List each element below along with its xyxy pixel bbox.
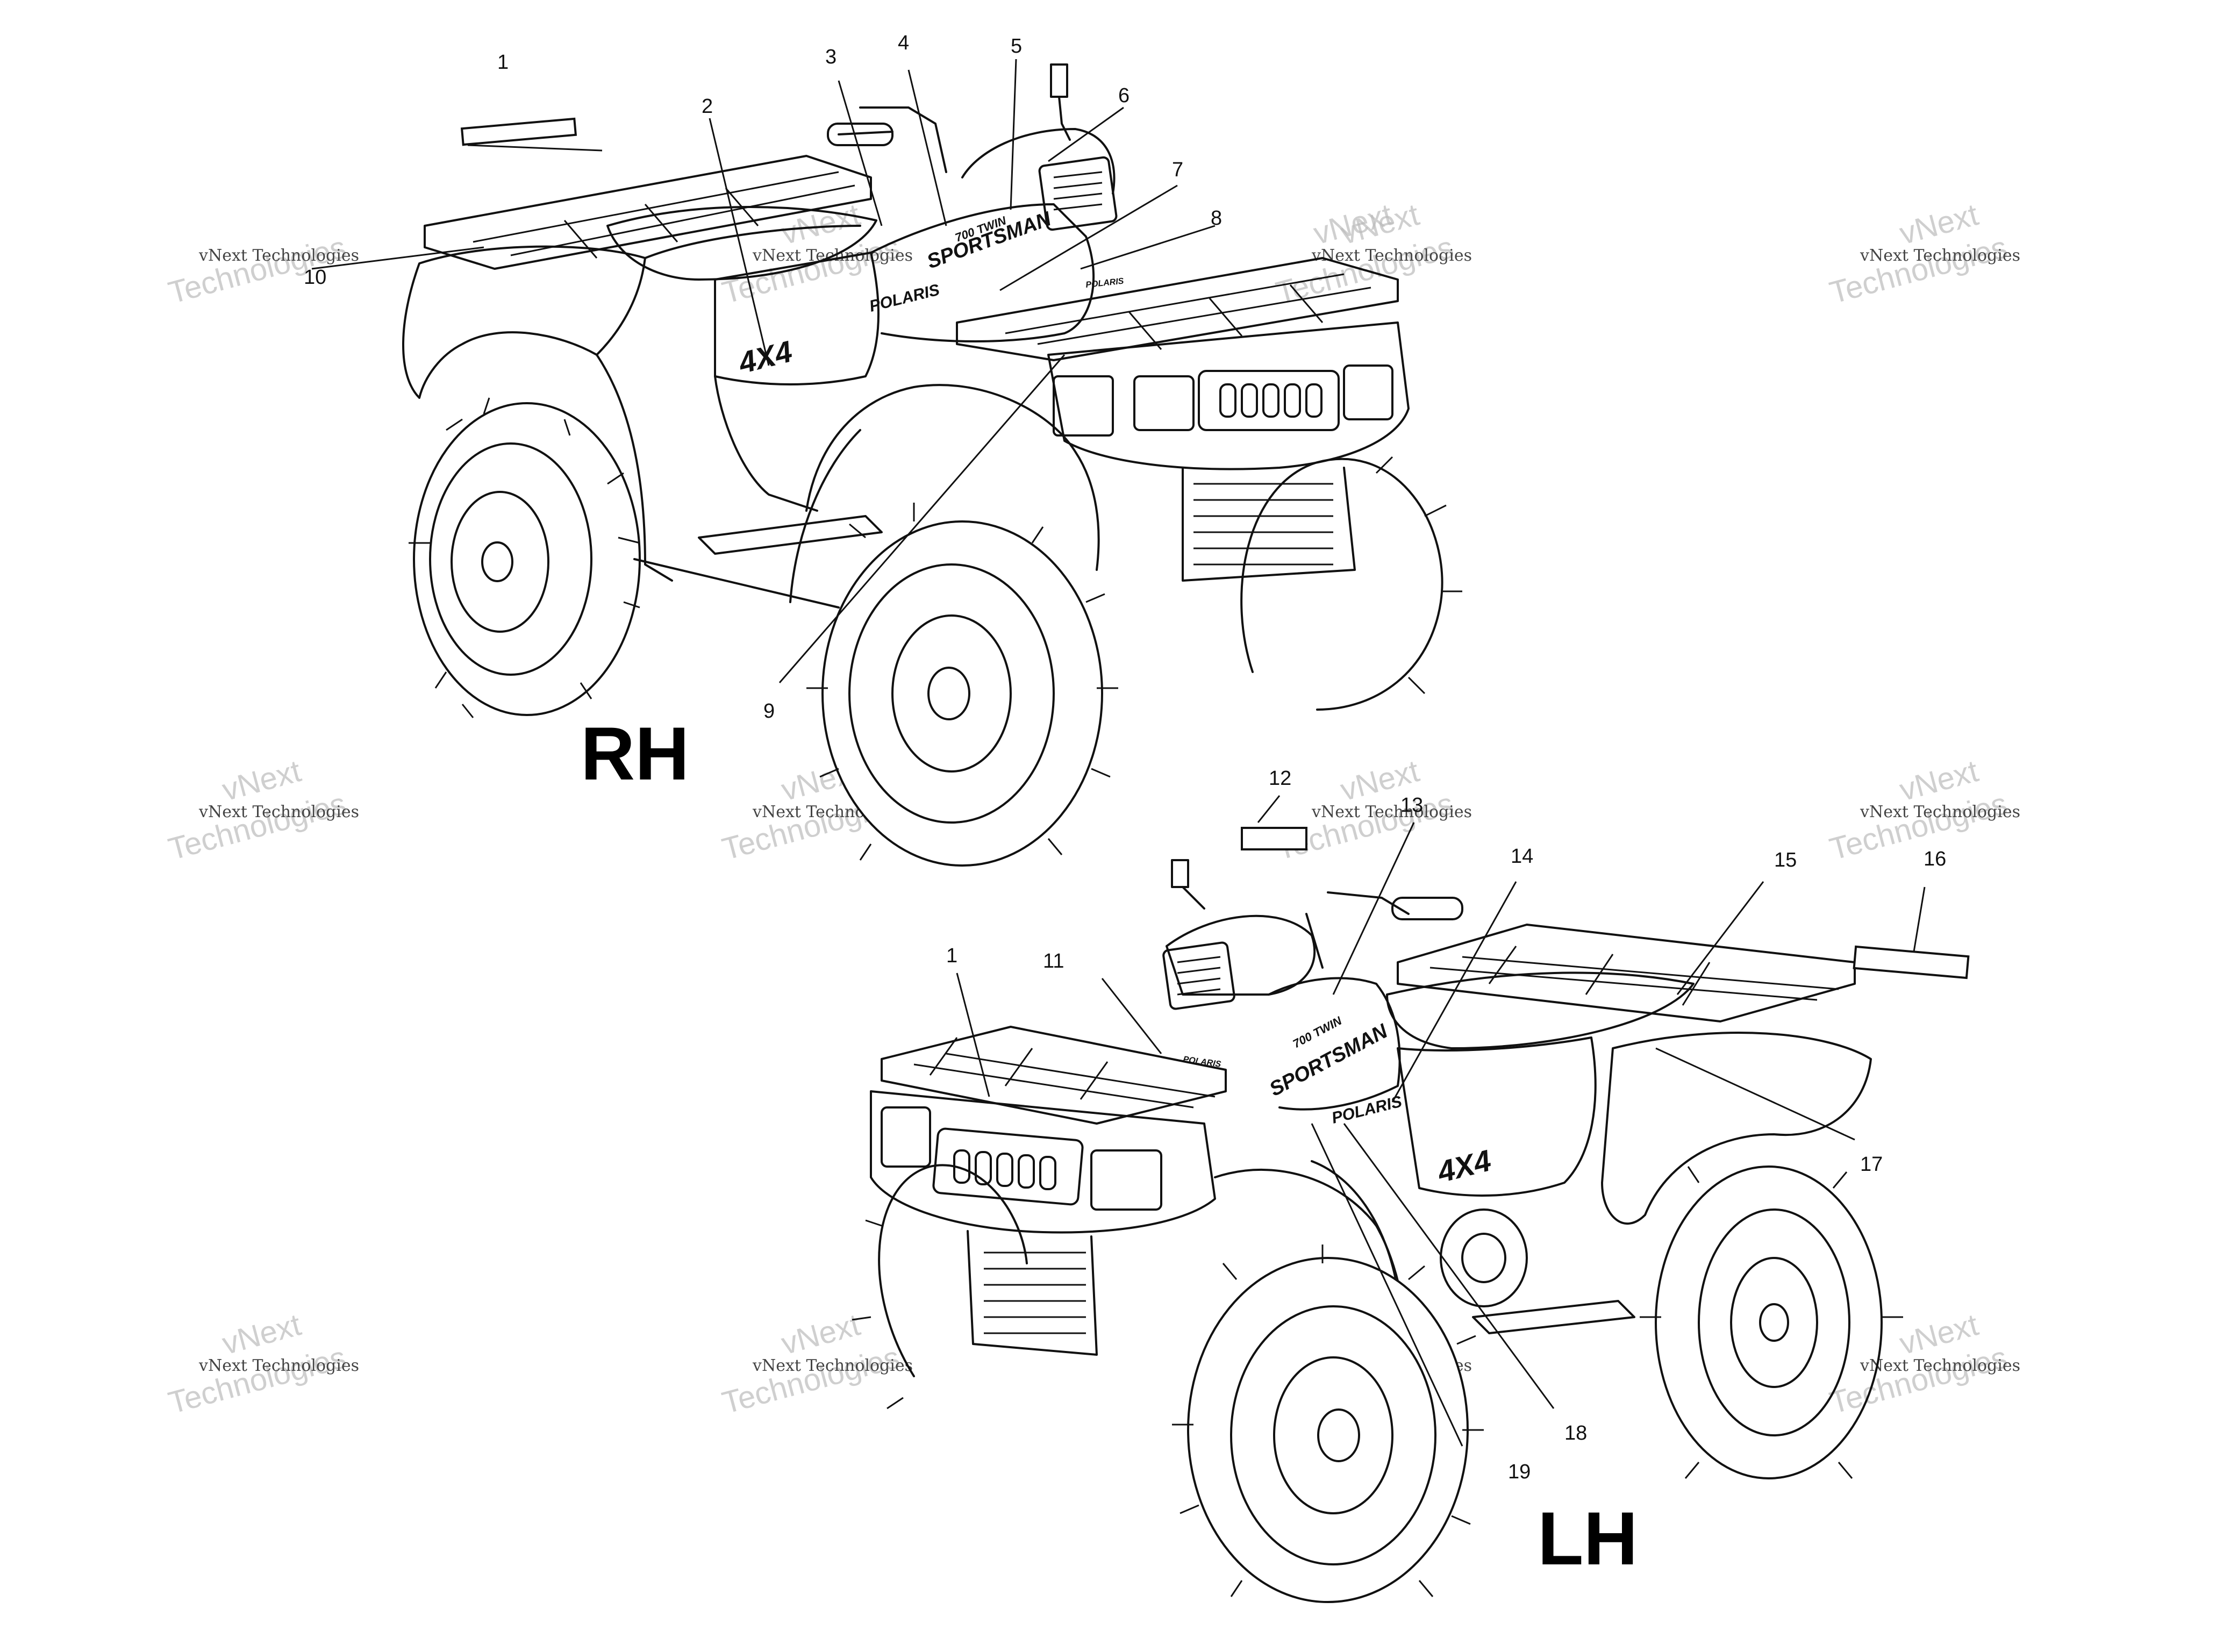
callout-5-rh: 5 [1011,35,1022,58]
leader-12-lh [1257,795,1281,823]
leader-13-lh [1332,822,1415,995]
callout-6-rh: 6 [1118,84,1130,107]
decal-strip-1-rh [460,117,577,146]
decal-4x4-text: 4X4 [1434,1143,1495,1189]
callout-12-lh: 12 [1269,767,1291,790]
decal-4x4-text: 4X4 [735,334,796,380]
watermark-line1: vNext Technologies [1860,803,2020,821]
leader-1-lh [956,972,990,1097]
callout-10-rh: 10 [304,266,326,289]
leader-9-rh [778,354,1066,683]
watermark-line1: vNext Technologies [198,246,359,265]
watermark: vNext Technologies vNext Technologies [165,753,359,867]
leader-10-rh [311,246,484,270]
leader-8-rh [1080,225,1216,270]
front-near-wheel [806,503,1118,867]
front-far-wheel [1240,456,1462,711]
leader-19-lh [1311,1123,1463,1447]
leader-17-lh [1655,1047,1855,1141]
atv-rh-drawing: 4X4 POLARIS SPORTSMAN 700 TWIN POLARIS [402,63,1462,867]
watermark: vNext Technologies vNext Technologies [1826,1307,2020,1420]
callout-11-lh: 11 [1043,950,1064,972]
watermark: vNext Technologies vNext Technologies [165,1307,359,1420]
leader-3-rh [838,80,883,226]
watermark-line1: vNext Technologies [752,1356,913,1375]
callout-4-rh: 4 [898,32,909,54]
rh-leaders [311,59,1216,683]
front-near-wheel [1172,1245,1484,1603]
decal-polaris-small-text: POLARIS [1182,1055,1221,1069]
front-far-wheel [852,1164,1028,1410]
rear-wheel [1640,1165,1903,1479]
callout-19-lh: 19 [1508,1461,1531,1483]
rear-wheel [409,397,641,718]
leader-14-lh [1391,881,1517,1103]
callout-1-lh: 1 [946,945,957,967]
callout-7-rh: 7 [1172,159,1183,181]
atv-lh-drawing: 4X4 POLARIS SPORTSMAN 700 TWIN POLARIS [852,859,1903,1603]
callout-14-lh: 14 [1511,845,1533,868]
leader-6-rh [1048,106,1124,162]
watermark-layer: vNext Technologies vNext Technologies vN… [165,197,2020,1420]
callout-18-lh: 18 [1564,1422,1587,1444]
grille [984,1251,1086,1334]
leader-15-lh [1676,881,1764,995]
callout-17-lh: 17 [1860,1153,1883,1176]
callout-3-rh: 3 [825,46,837,68]
decal-strip-12-lh [1241,827,1307,850]
callout-16-lh: 16 [1924,848,1946,870]
view-label-rh: RH [581,711,689,796]
watermark-line1: vNext Technologies [1311,803,1472,821]
watermark-line1: vNext Technologies [1860,246,2020,265]
callout-9-rh: 9 [763,700,775,723]
decal-polaris-text: POLARIS [868,281,941,316]
watermark: vNext Technologies vNext Technologies [719,1307,913,1420]
watermark-line1: vNext Technologies [198,1356,359,1375]
body: 4X4 POLARIS SPORTSMAN 700 TWIN POLARIS [870,859,1872,1372]
decal-polaris-small-text: POLARIS [1085,277,1125,290]
leader-18-lh [1343,1123,1555,1409]
leader-2-rh [709,118,770,366]
body: 4X4 POLARIS SPORTSMAN 700 TWIN POLARIS [402,63,1410,609]
leader-4-rh [907,69,947,226]
callout-numbers: 1 2 3 4 5 6 7 8 9 10 12 13 14 15 16 17 1… [304,32,1946,1483]
watermark: vNext Technologies vNext Technologies [1273,197,1472,310]
callout-15-lh: 15 [1774,849,1797,871]
watermark: vNext Technologies vNext Technologies [1826,197,2020,310]
leader-11-lh [1101,978,1162,1054]
leader-5-rh [1010,59,1017,210]
lh-leaders [956,795,1970,1447]
callout-13-lh: 13 [1400,794,1423,817]
headlight-row [953,1149,1056,1190]
grille [1193,483,1333,566]
leader-16-lh [1913,886,1926,952]
callout-2-rh: 2 [702,95,713,118]
callout-1-rh: 1 [497,51,509,74]
watermark-line1: vNext Technologies [198,803,359,821]
watermark-line1: vNext Technologies [1860,1356,2020,1375]
headlight-row [1219,383,1323,418]
callout-8-rh: 8 [1211,207,1222,230]
leader-7-rh [999,184,1178,291]
decal-strip-16-lh [1853,945,1970,979]
view-label-lh: LH [1538,1496,1638,1581]
